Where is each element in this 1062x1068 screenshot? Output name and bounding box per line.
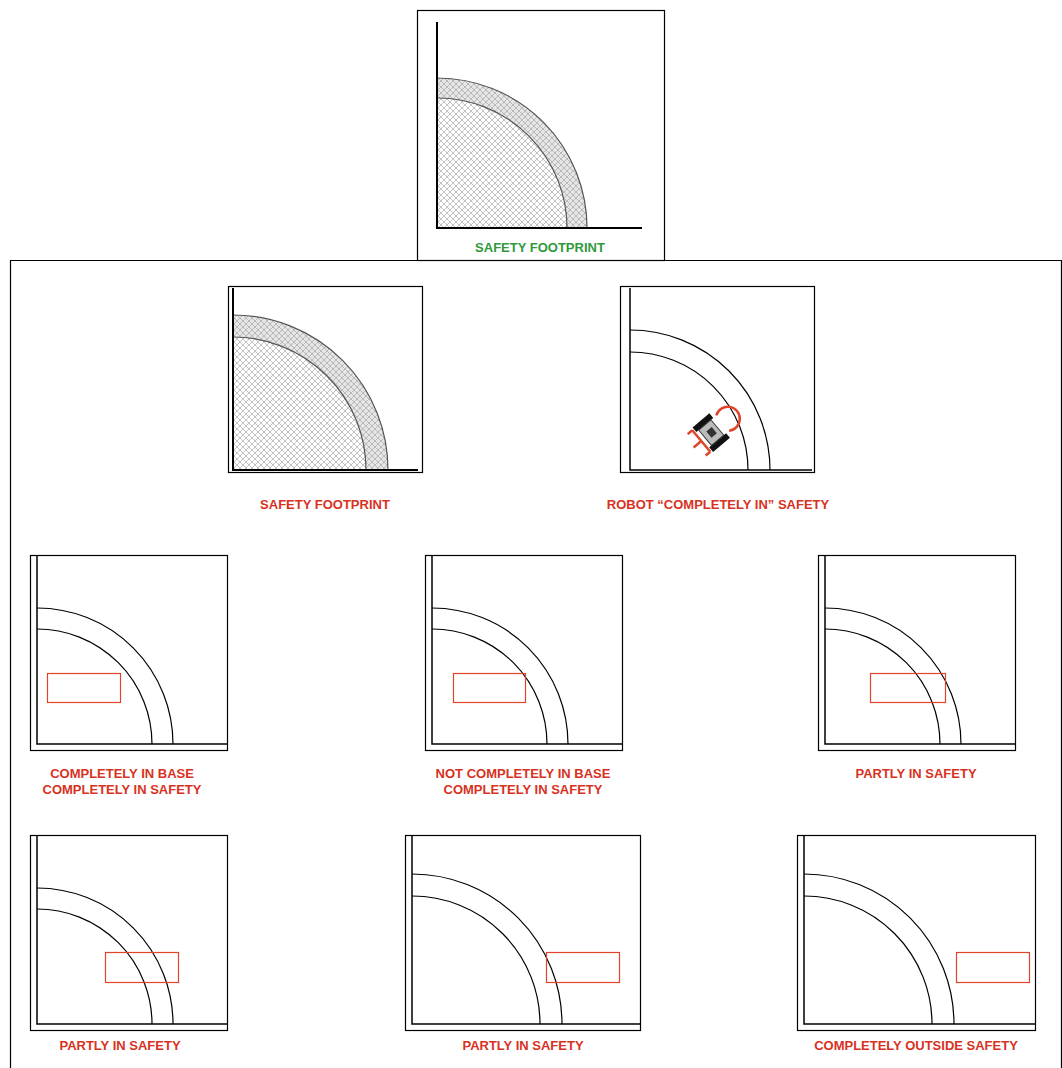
panel-caption: SAFETY FOOTPRINT [473, 240, 607, 256]
panel-caption-group: ROBOT “COMPLETELY IN” SAFETY [605, 497, 832, 513]
safety-band-hatch [233, 315, 388, 470]
field-walls [233, 288, 418, 470]
safety-band-hatch [437, 78, 587, 228]
panel-caption: SAFETY FOOTPRINT [258, 497, 392, 513]
panel-caption: PARTLY IN SAFETY [853, 766, 979, 782]
panel [31, 556, 228, 751]
panel-caption: PARTLY IN SAFETY [460, 1038, 586, 1054]
panel-caption: COMPLETELY IN SAFETY [434, 782, 613, 798]
panel-caption-group: COMPLETELY OUTSIDE SAFETY [812, 1038, 1020, 1054]
safety-band [437, 78, 587, 228]
panel-caption: COMPLETELY IN BASE [41, 766, 204, 782]
base-area [233, 337, 366, 470]
panel-frame [621, 287, 815, 473]
panel [798, 836, 1036, 1031]
panel-caption: ROBOT “COMPLETELY IN” SAFETY [605, 497, 832, 513]
panel-caption-group: COMPLETELY IN BASECOMPLETELY IN SAFETY [41, 766, 204, 798]
panel-caption: COMPLETELY IN SAFETY [41, 782, 204, 798]
panel-caption-group: SAFETY FOOTPRINT [473, 240, 607, 256]
panel [426, 556, 623, 751]
panel [406, 836, 641, 1031]
panel-caption-group: PARTLY IN SAFETY [460, 1038, 586, 1054]
field-walls [437, 22, 642, 228]
panel-caption: NOT COMPLETELY IN BASE [434, 766, 613, 782]
panel-caption-group: PARTLY IN SAFETY [853, 766, 979, 782]
panel-frame [418, 11, 665, 261]
panel-caption-group: SAFETY FOOTPRINT [258, 497, 392, 513]
safety-band [233, 315, 388, 470]
footprint-arcs [437, 78, 587, 228]
panel-frame [229, 287, 423, 473]
panel [31, 836, 228, 1031]
panel-caption-group: NOT COMPLETELY IN BASECOMPLETELY IN SAFE… [434, 766, 613, 798]
field-walls [630, 288, 812, 470]
base-area [437, 98, 567, 228]
group-frame [11, 261, 1062, 1068]
footprint-arcs [630, 330, 770, 470]
panel [819, 556, 1016, 751]
robot [683, 399, 747, 460]
panel-caption: COMPLETELY OUTSIDE SAFETY [812, 1038, 1020, 1054]
panel-caption: PARTLY IN SAFETY [57, 1038, 183, 1054]
footprint-arcs [233, 315, 388, 470]
panel-caption-group: PARTLY IN SAFETY [57, 1038, 183, 1054]
